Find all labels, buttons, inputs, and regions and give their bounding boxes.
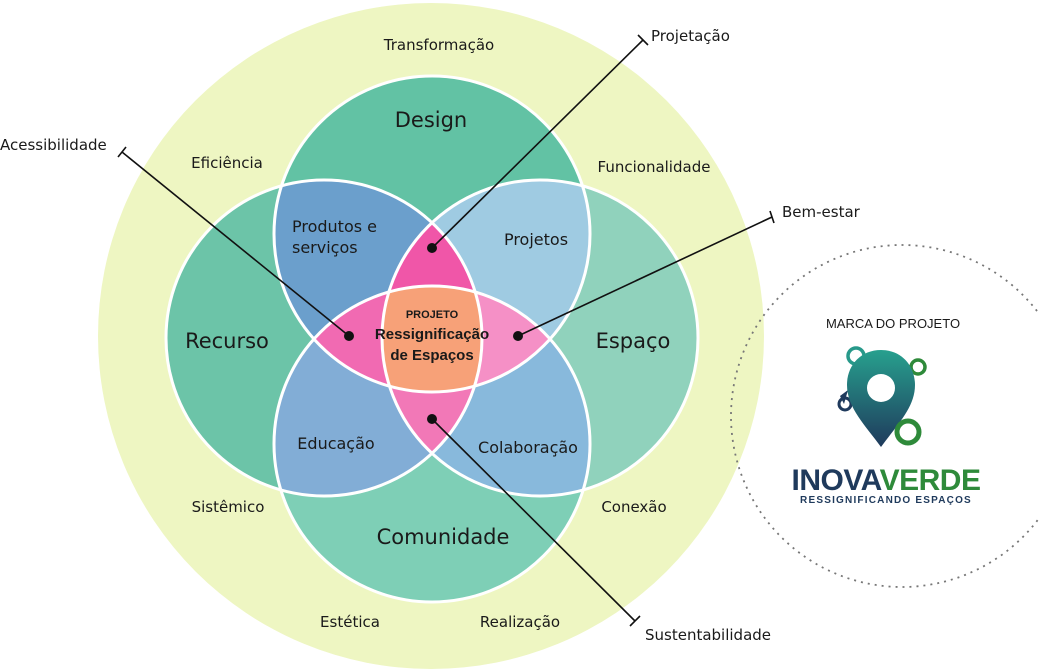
brand-name-inova: INOVA (792, 464, 882, 497)
brand-name-verde: VERDE (880, 464, 981, 497)
label-realizacao: Realização (480, 613, 560, 631)
brand-dotted-circle (730, 244, 1039, 588)
center-small-label: PROJETO (406, 309, 459, 321)
callout-lines (117, 34, 775, 627)
dot-bem-estar (513, 331, 523, 341)
region-acessibilidade (274, 286, 482, 392)
callout-bem-estar: Bem-estar (782, 203, 861, 221)
label-projetos: Projetos (504, 230, 568, 249)
callout-sustentabilidade: Sustentabilidade (645, 626, 771, 644)
brand-name: INOVAVERDE (792, 464, 981, 497)
label-design: Design (395, 108, 468, 132)
circle-outlines (164, 74, 700, 604)
callout-acessibilidade: Acessibilidade (0, 136, 107, 154)
label-estetica: Estética (320, 613, 380, 631)
center-line2: de Espaços (390, 347, 473, 364)
label-recurso: Recurso (185, 329, 269, 353)
label-comunidade: Comunidade (377, 525, 510, 549)
label-conexao: Conexão (601, 498, 666, 516)
callout-dots (344, 243, 523, 424)
brand-tagline: RESSIGNIFICANDO ESPAÇOS (800, 495, 972, 506)
label-educacao: Educação (297, 434, 374, 453)
label-produtos-line2: serviços (292, 238, 358, 257)
label-sistemico: Sistêmico (192, 498, 265, 516)
brand-label: MARCA DO PROJETO (826, 316, 960, 331)
label-transformacao: Transformação (383, 36, 494, 54)
label-funcionalidade: Funcionalidade (598, 158, 711, 176)
dot-sustentabilidade (427, 414, 437, 424)
dot-acessibilidade (344, 331, 354, 341)
brand-logo-icon (837, 346, 927, 447)
label-produtos-line1: Produtos e (292, 217, 377, 236)
label-eficiencia: Eficiência (191, 154, 263, 172)
region-bem-estar (382, 286, 590, 392)
label-espaco: Espaço (596, 329, 671, 353)
center-line1: Ressignificação (375, 326, 489, 343)
callout-projetacao: Projetação (651, 27, 730, 45)
dot-projetacao (427, 243, 437, 253)
label-colaboracao: Colaboração (478, 438, 578, 457)
